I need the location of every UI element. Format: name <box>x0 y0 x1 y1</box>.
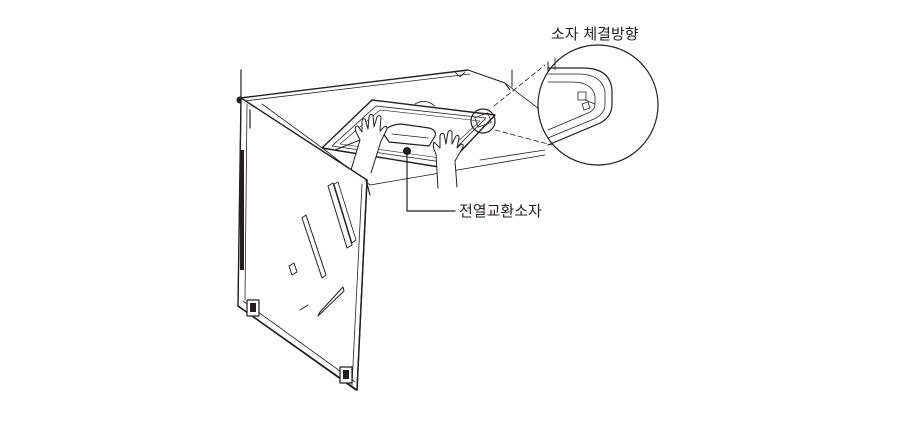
element-label: 전열교환소자 <box>459 202 542 220</box>
fastening-direction-label: 소자 체결방향 <box>551 25 639 43</box>
zoom-callout <box>470 44 659 166</box>
top-frame-edge <box>236 69 540 130</box>
hands <box>347 113 464 189</box>
element-opening <box>321 99 496 169</box>
ceiling-panel <box>237 97 371 391</box>
element-handle <box>382 123 436 155</box>
detail-circle <box>537 44 659 166</box>
element-leader <box>406 150 456 212</box>
